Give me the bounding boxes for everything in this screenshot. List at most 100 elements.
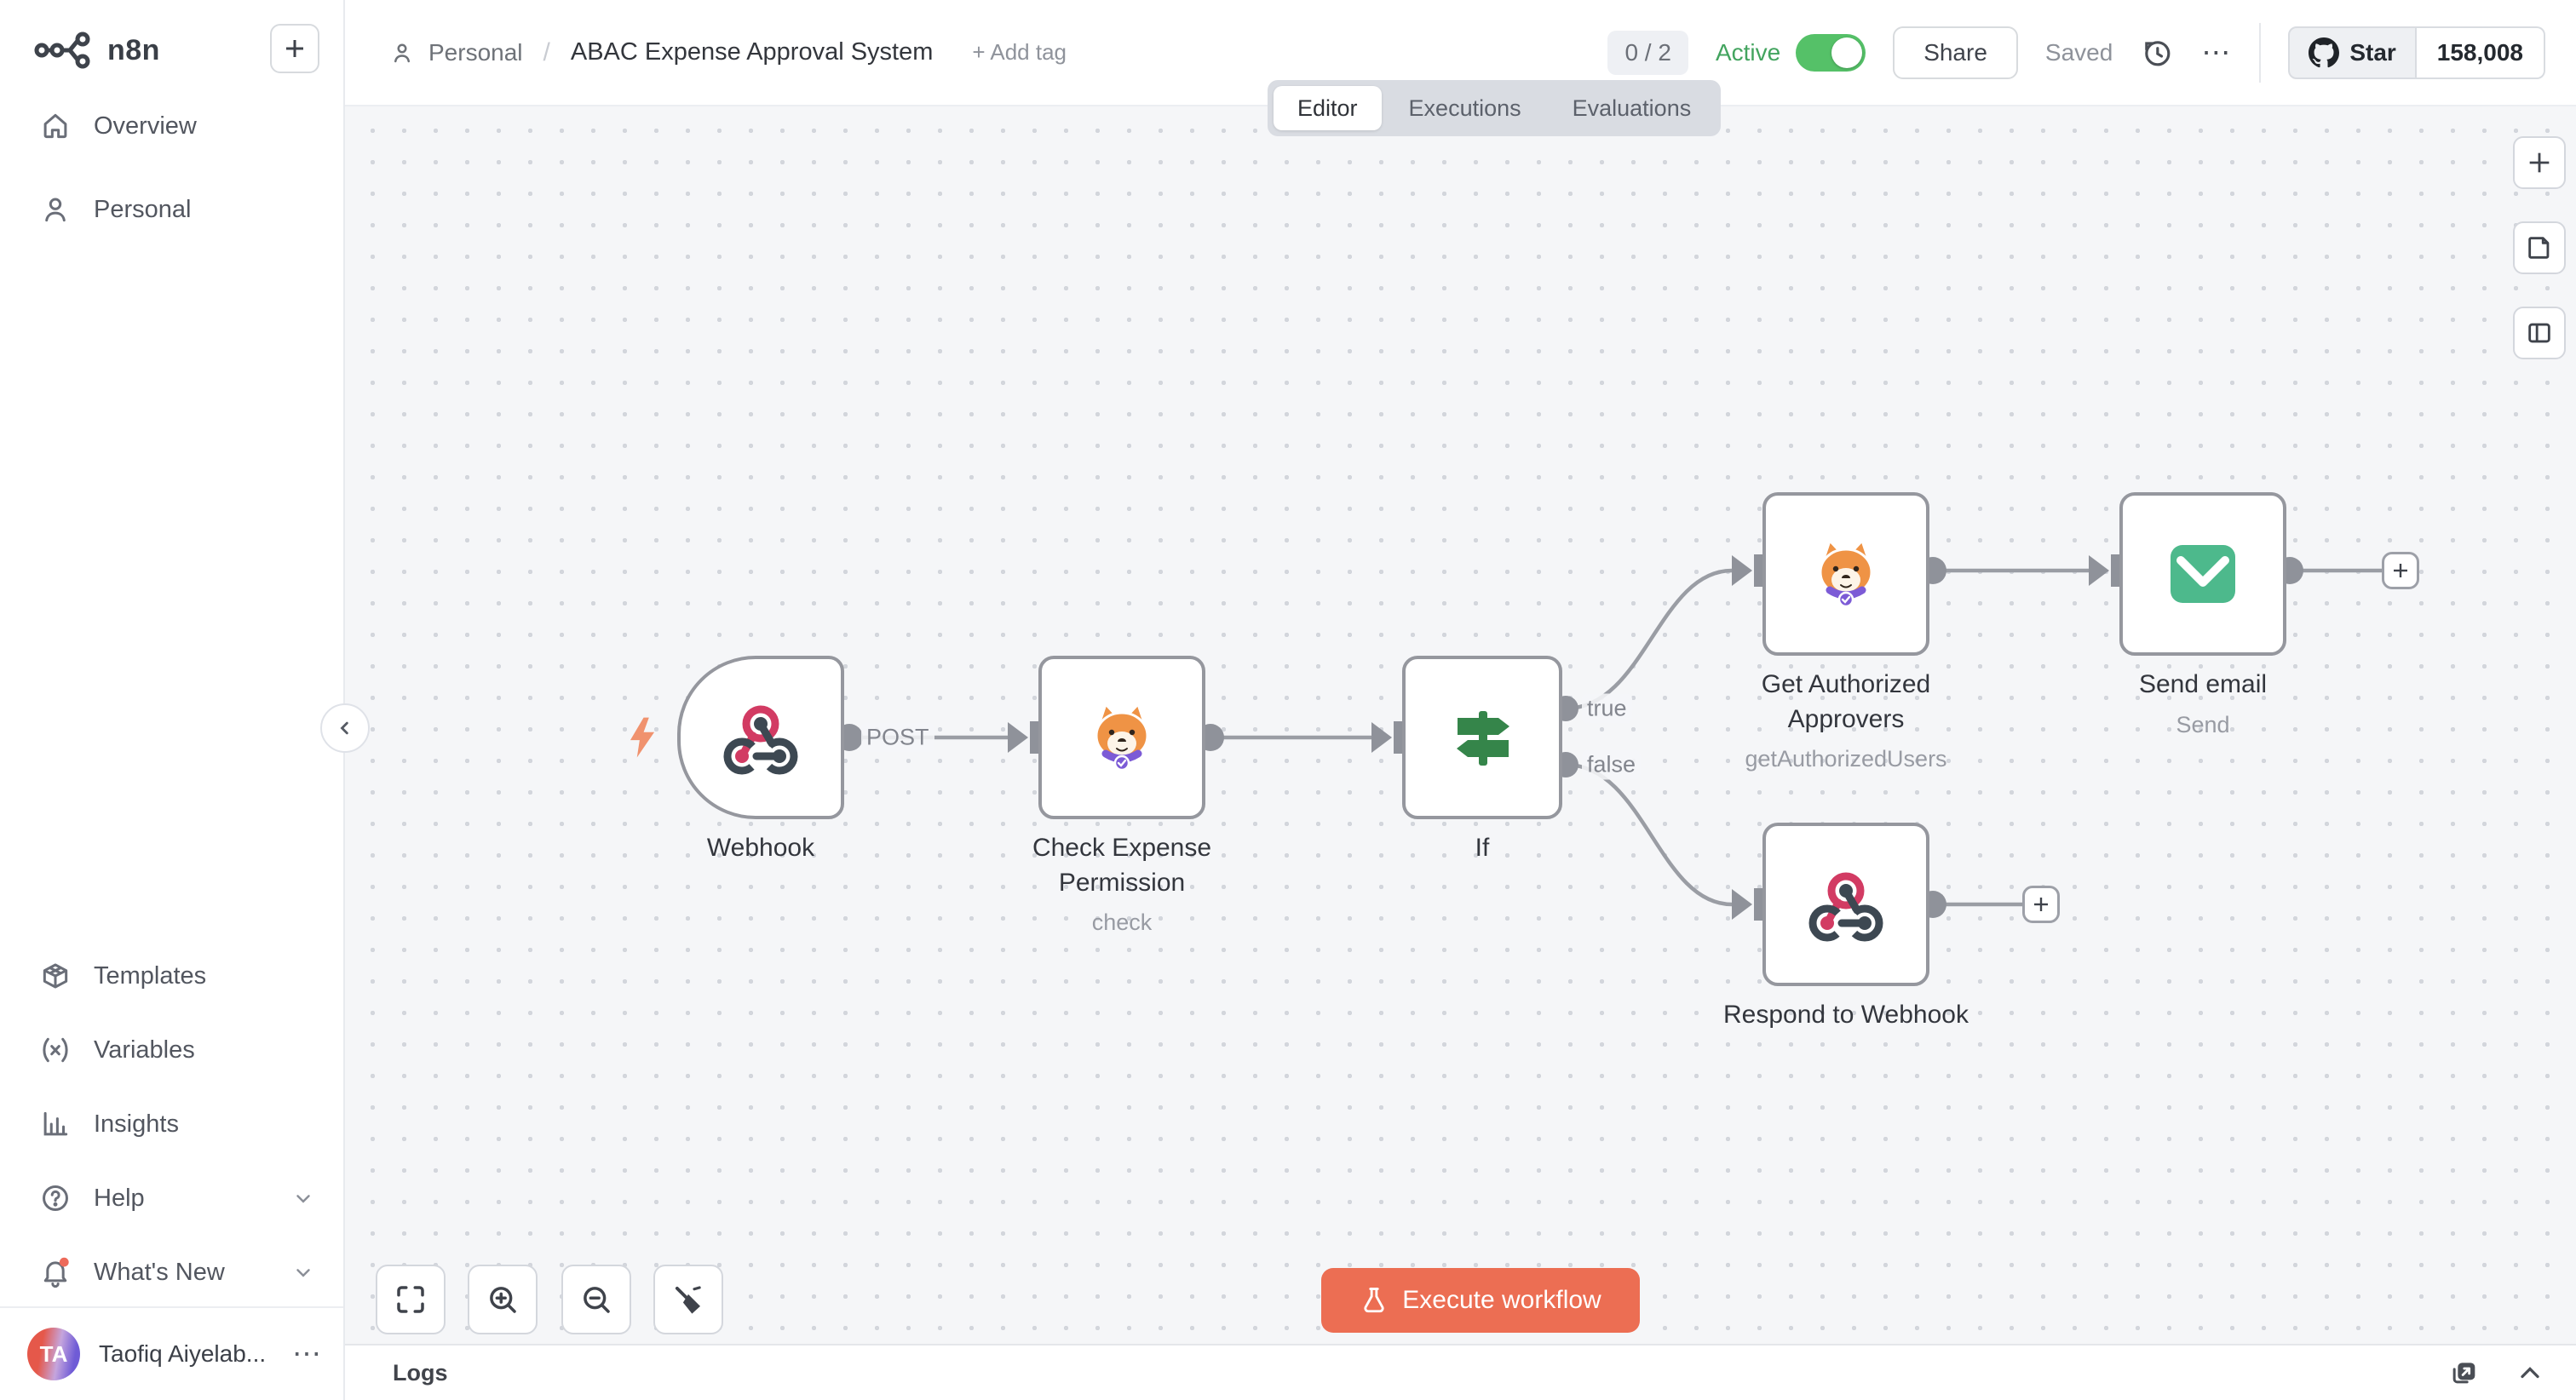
tab-evaluations[interactable]: Evaluations — [1572, 95, 1692, 121]
broom-icon — [670, 1282, 706, 1317]
chevron-down-icon — [292, 1187, 314, 1209]
workflow-canvas[interactable]: Webhook POST — [345, 106, 2576, 1344]
github-star-count: 158,008 — [2416, 26, 2545, 79]
node-check-expense-permission[interactable] — [1038, 656, 1205, 819]
sidebar-item-variables[interactable]: Variables — [24, 1019, 326, 1081]
shiba-dog-icon — [1083, 698, 1161, 777]
sidebar-item-label: Overview — [94, 112, 197, 140]
webhook-method-label: POST — [861, 722, 934, 753]
signpost-icon — [1444, 699, 1521, 776]
add-tag-button[interactable]: + Add tag — [972, 39, 1067, 65]
sidebar-item-overview[interactable]: Overview — [24, 95, 326, 157]
add-next-node-button[interactable] — [2022, 886, 2060, 923]
node-label-get-approvers: Get Authorized Approvers getAuthorizedUs… — [1710, 668, 1982, 774]
person-icon — [39, 193, 72, 226]
sidebar-item-templates[interactable]: Templates — [24, 945, 326, 1007]
chevron-up-icon[interactable] — [2515, 1357, 2545, 1388]
email-icon — [2165, 536, 2240, 611]
tab-executions[interactable]: Executions — [1408, 95, 1521, 121]
execute-workflow-button[interactable]: Execute workflow — [1321, 1268, 1640, 1333]
tab-editor[interactable]: Editor — [1274, 86, 1382, 130]
user-name: Taofiq Aiyelab... — [99, 1340, 267, 1367]
tidy-up-button[interactable] — [653, 1265, 723, 1334]
active-toggle[interactable] — [1796, 33, 1866, 72]
breadcrumb: Personal / ABAC Expense Approval System … — [389, 38, 1067, 67]
breadcrumb-project[interactable]: Personal — [428, 38, 523, 66]
brand-name: n8n — [107, 33, 160, 66]
node-label-webhook: Webhook — [706, 834, 815, 862]
github-star-label: Star — [2349, 38, 2396, 66]
zoom-to-fit-button[interactable] — [376, 1265, 446, 1334]
sidebar-item-personal[interactable]: Personal — [24, 179, 326, 240]
execute-workflow-label: Execute workflow — [1402, 1286, 1601, 1314]
package-icon — [39, 960, 72, 992]
webhook-icon — [720, 697, 802, 778]
logs-title: Logs — [393, 1359, 448, 1386]
chevron-left-icon — [333, 716, 357, 740]
evaluation-count-badge[interactable]: 0 / 2 — [1607, 30, 1688, 75]
sidebar-collapse-button[interactable] — [320, 703, 370, 753]
github-star-widget[interactable]: Star 158,008 — [2288, 26, 2545, 79]
toggle-knob — [1831, 37, 1863, 68]
add-node-button[interactable] — [2513, 136, 2566, 189]
node-if[interactable] — [1402, 656, 1562, 819]
zoom-in-icon — [485, 1282, 520, 1317]
sidebar-item-label: Personal — [94, 195, 192, 223]
editor-tabs: Editor Executions Evaluations — [1268, 80, 1722, 136]
variables-icon — [39, 1034, 72, 1066]
workflow-title[interactable]: ABAC Expense Approval System — [570, 38, 934, 66]
node-label-check-expense: Check Expense Permission check — [986, 831, 1258, 938]
breadcrumb-separator: / — [543, 37, 550, 66]
plus-icon — [282, 36, 308, 61]
history-icon[interactable] — [2140, 36, 2174, 70]
node-respond-to-webhook[interactable] — [1762, 823, 1929, 986]
header-divider — [2259, 22, 2262, 83]
sidebar: n8n Overview Personal Templates — [0, 0, 345, 1400]
bar-chart-icon — [39, 1108, 72, 1140]
new-workflow-button[interactable] — [270, 24, 319, 73]
saved-status: Saved — [2044, 38, 2113, 66]
chevron-down-icon — [292, 1261, 314, 1283]
logs-panel[interactable]: Logs — [345, 1344, 2576, 1400]
flask-icon — [1360, 1286, 1389, 1315]
sidebar-item-insights[interactable]: Insights — [24, 1093, 326, 1155]
fit-view-icon — [393, 1282, 428, 1317]
share-button[interactable]: Share — [1893, 26, 2018, 79]
node-send-email[interactable] — [2119, 492, 2286, 656]
home-icon — [39, 110, 72, 142]
node-get-authorized-approvers[interactable] — [1762, 492, 1929, 656]
sidebar-item-label: Variables — [94, 1036, 195, 1064]
zoom-in-button[interactable] — [468, 1265, 538, 1334]
more-menu-icon[interactable]: ⋯ — [2201, 36, 2233, 69]
github-icon — [2309, 37, 2340, 68]
zoom-out-icon — [578, 1282, 614, 1317]
user-more-icon[interactable]: ⋯ — [292, 1338, 323, 1370]
sidebar-item-label: Help — [94, 1184, 145, 1212]
user-menu-row[interactable]: TA Taofiq Aiyelab... ⋯ — [0, 1306, 343, 1400]
node-subtitle: Send — [2176, 711, 2230, 737]
node-subtitle: getAuthorizedUsers — [1745, 746, 1947, 772]
webhook-icon — [1805, 864, 1887, 945]
sidebar-item-whats-new[interactable]: What's New — [24, 1242, 326, 1303]
node-label-if: If — [1475, 834, 1490, 862]
add-sticky-note-button[interactable] — [2513, 221, 2566, 274]
sidebar-item-help[interactable]: Help — [24, 1168, 326, 1229]
toggle-panel-button[interactable] — [2513, 307, 2566, 359]
sidebar-item-label: What's New — [94, 1258, 225, 1286]
active-label: Active — [1715, 38, 1781, 66]
avatar: TA — [27, 1328, 80, 1380]
plus-icon — [2031, 894, 2051, 915]
split-panel-icon — [2525, 318, 2554, 347]
add-next-node-button[interactable] — [2382, 552, 2419, 589]
plus-icon — [2525, 148, 2554, 177]
node-webhook[interactable] — [677, 656, 844, 819]
node-label-send-email: Send email Send — [2067, 668, 2339, 740]
n8n-logo-icon — [34, 31, 94, 70]
open-logs-popout-icon[interactable] — [2447, 1356, 2481, 1390]
plus-icon — [2390, 560, 2411, 581]
node-subtitle: check — [1091, 909, 1153, 935]
zoom-out-button[interactable] — [561, 1265, 631, 1334]
branch-false-label: false — [1582, 749, 1642, 780]
node-label-respond-webhook: Respond to Webhook — [1723, 1001, 1969, 1029]
